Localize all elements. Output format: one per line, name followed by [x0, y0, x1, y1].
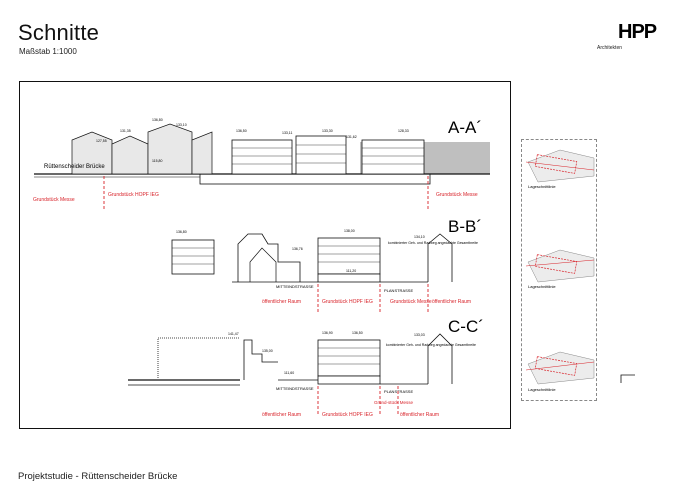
- svg-text:HPP: HPP: [618, 21, 657, 42]
- svg-text:Grundstück Messe: Grundstück Messe: [33, 197, 75, 203]
- svg-text:Grundstück Messe: Grundstück Messe: [436, 192, 478, 198]
- svg-text:131,35: 131,35: [120, 129, 131, 133]
- svg-text:PLANSTRASSE: PLANSTRASSE: [384, 288, 413, 293]
- svg-text:Lageschnittlinie: Lageschnittlinie: [528, 184, 556, 189]
- svg-text:111,20: 111,20: [346, 269, 356, 273]
- svg-text:öffentlicher Raum: öffentlicher Raum: [400, 412, 439, 418]
- svg-text:133,30: 133,30: [322, 129, 333, 133]
- svg-text:136,76: 136,76: [292, 247, 303, 251]
- svg-text:115,80: 115,80: [152, 159, 162, 163]
- svg-text:öffentlicher Raum: öffentlicher Raum: [262, 412, 301, 418]
- svg-text:138,00: 138,00: [344, 229, 355, 233]
- svg-text:Grundstück HOPF IEG: Grundstück HOPF IEG: [322, 412, 373, 418]
- svg-text:133,10: 133,10: [176, 123, 187, 127]
- svg-text:Grundstück HOPF IEG: Grundstück HOPF IEG: [322, 299, 373, 305]
- svg-text:Grundstück HOPF IEG: Grundstück HOPF IEG: [108, 192, 159, 198]
- svg-text:133,03: 133,03: [414, 333, 425, 337]
- section-label-cc: C-C´: [448, 317, 484, 336]
- svg-text:133,11: 133,11: [282, 131, 292, 135]
- svg-text:Lageschnittlinie: Lageschnittlinie: [528, 387, 556, 392]
- svg-text:141,47: 141,47: [228, 332, 239, 336]
- svg-text:134,10: 134,10: [414, 235, 425, 239]
- lageplan-thumb-3: Lageschnittlinie: [525, 351, 595, 392]
- page-title: Schnitte: [18, 20, 100, 45]
- svg-text:Grundstück Messe: Grundstück Messe: [390, 299, 432, 305]
- svg-text:136,50: 136,50: [236, 129, 247, 133]
- svg-text:136,50: 136,50: [352, 331, 363, 335]
- svg-text:128,33: 128,33: [398, 129, 409, 133]
- svg-text:136,80: 136,80: [152, 118, 163, 122]
- sections-frame: [19, 81, 511, 429]
- svg-text:kombinierter Geh- und Radweg a: kombinierter Geh- und Radweg angedachte …: [388, 241, 478, 245]
- hpp-logo: HPP: [618, 21, 658, 42]
- svg-text:Lageschnittlinie: Lageschnittlinie: [528, 284, 556, 289]
- section-bb: 136,80 138,00 136,76 111,20 kombinierter…: [171, 217, 482, 312]
- section-label-aa: A-A´: [448, 118, 482, 137]
- svg-text:127,55: 127,55: [96, 139, 107, 143]
- lageplan-thumb-2: Lageschnittlinie: [525, 249, 595, 289]
- lageplan-thumb-1: Lageschnittlinie: [525, 149, 595, 189]
- lageplan-frame: [521, 139, 597, 401]
- section-label-bb: B-B´: [448, 217, 482, 236]
- svg-text:öffentlicher Raum: öffentlicher Raum: [262, 299, 301, 305]
- svg-text:Grund-stück Messe: Grund-stück Messe: [374, 400, 414, 405]
- svg-text:136,90: 136,90: [322, 331, 333, 335]
- svg-text:PLANSTRASSE: PLANSTRASSE: [384, 389, 413, 394]
- svg-text:111,60: 111,60: [284, 371, 294, 375]
- svg-text:öffentlicher Raum: öffentlicher Raum: [432, 299, 471, 305]
- section-aa: 136,80 133,10 131,35 127,55 115,80 136,5…: [33, 118, 490, 210]
- logo-subtitle: Architekten: [597, 45, 623, 51]
- svg-text:135,00: 135,00: [262, 349, 273, 353]
- footer-title: Projektstudie - Rüttenscheider Brücke: [18, 471, 178, 482]
- bridge-label: Rüttenscheider Brücke: [44, 164, 105, 170]
- svg-text:136,80: 136,80: [176, 230, 187, 234]
- section-cc: 141,47 136,90 136,50 135,00 111,60 kombi…: [128, 317, 484, 418]
- svg-text:131,62: 131,62: [346, 135, 357, 139]
- scale-label: Maßstab 1:1000: [19, 47, 77, 56]
- svg-text:MITTEINDSTRASSE: MITTEINDSTRASSE: [276, 386, 314, 391]
- svg-text:kombinierter Geh- und Radweg a: kombinierter Geh- und Radweg angedachte …: [386, 343, 476, 347]
- svg-text:MITTEINDSTRASSE: MITTEINDSTRASSE: [276, 284, 314, 289]
- corner-mark: [620, 374, 635, 383]
